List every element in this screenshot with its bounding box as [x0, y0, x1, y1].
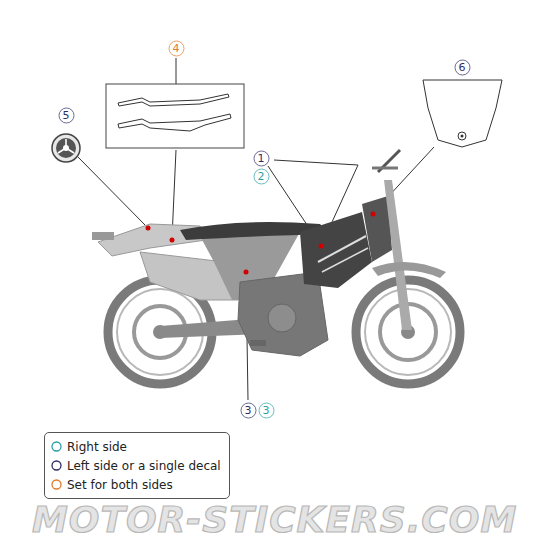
callout-number: 2: [253, 168, 270, 185]
callout-number: 3: [240, 402, 257, 419]
callout-label: 3: [258, 402, 275, 419]
legend-label: Left side or a single decal: [67, 459, 221, 473]
legend-row: Left side or a single decal: [51, 456, 221, 475]
callout-number: 6: [454, 59, 471, 76]
callout-label: 3: [240, 402, 257, 419]
leader-lines: [78, 58, 434, 400]
motorcycle: [92, 150, 460, 384]
callout-label: 5: [58, 107, 75, 124]
legend-box: Right sideLeft side or a single decalSet…: [44, 432, 230, 499]
callout-label: 1: [253, 150, 270, 167]
legend-circle: [51, 479, 62, 490]
legend-circle: [51, 460, 62, 471]
number-plate-decal: [423, 80, 502, 147]
watermark: MOTOR-STICKERS.COM: [32, 499, 517, 540]
decal-set-box: [106, 84, 244, 148]
decal-position-dots: [146, 212, 376, 275]
callout-label: 4: [168, 40, 185, 57]
callout-number: 3: [258, 402, 275, 419]
legend-label: Set for both sides: [67, 478, 173, 492]
legend-row: Set for both sides: [51, 475, 221, 494]
callout-number: 5: [58, 107, 75, 124]
legend-row: Right side: [51, 437, 221, 456]
callout-number: 1: [253, 150, 270, 167]
tuning-fork-logo: [52, 134, 80, 162]
legend-label: Right side: [67, 440, 127, 454]
legend-circle: [51, 441, 62, 452]
callout-number: 4: [168, 40, 185, 57]
callout-label: 6: [454, 59, 471, 76]
callout-label: 2: [253, 168, 270, 185]
